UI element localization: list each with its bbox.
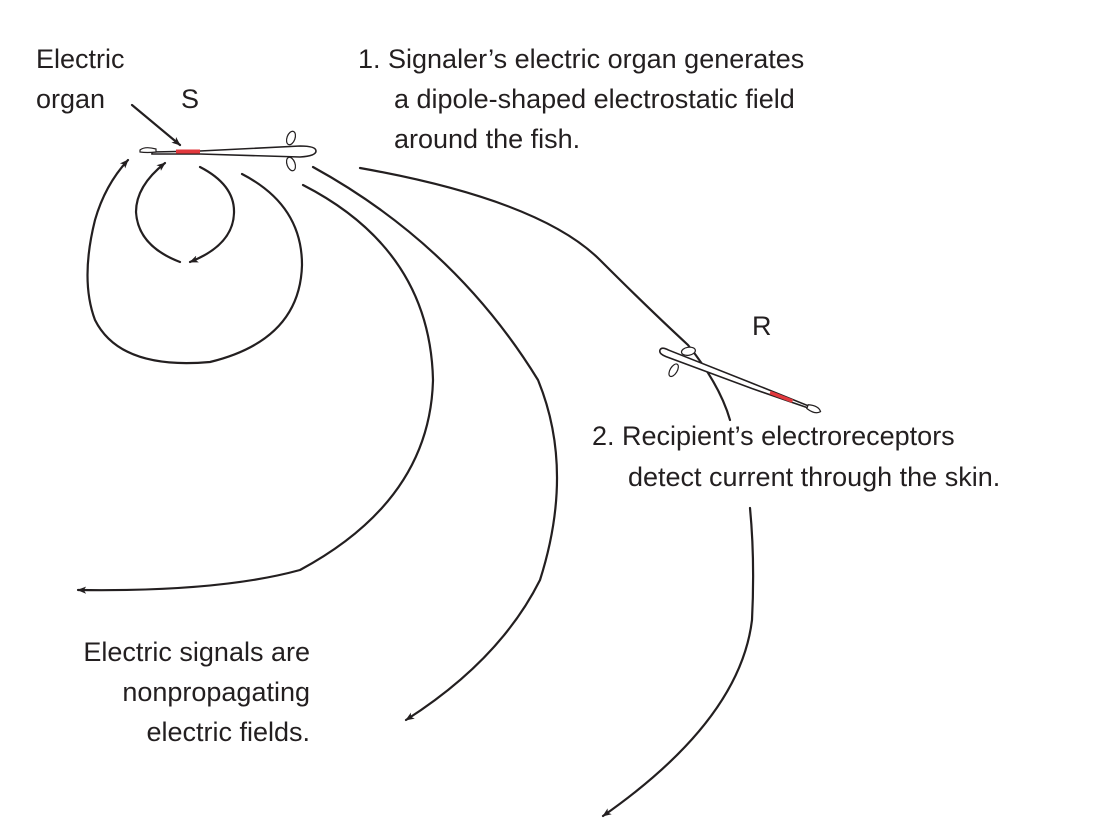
signaler-electric-organ bbox=[176, 149, 200, 154]
electric-organ-label-line1: Electric bbox=[36, 44, 125, 74]
signaler-pectoral-fin-top bbox=[285, 130, 297, 146]
recipient-label: R bbox=[752, 311, 772, 341]
recipient-fish bbox=[658, 346, 822, 414]
recipient-tail-fin bbox=[806, 404, 822, 414]
signaler-label: S bbox=[181, 84, 200, 114]
note-line3: electric fields. bbox=[146, 717, 310, 747]
step1-line2: a dipole-shaped electrostatic field bbox=[394, 84, 795, 114]
recipient-fish-body bbox=[658, 347, 811, 410]
signaler-pectoral-fin-bottom bbox=[285, 156, 297, 172]
recipient-pectoral-fin-bottom bbox=[668, 363, 679, 378]
field-line-outer-right-lower bbox=[601, 506, 755, 818]
field-line-inner-loop bbox=[188, 165, 236, 264]
step2-line1: 2. Recipient’s electroreceptors bbox=[592, 421, 955, 451]
signaler-fish-body bbox=[151, 145, 317, 158]
note-line1: Electric signals are bbox=[83, 637, 310, 667]
field-line-outer-middle bbox=[311, 165, 559, 722]
field-line-middle-loop bbox=[86, 158, 304, 365]
recipient-pectoral-fin-top bbox=[680, 346, 696, 356]
step1-line3: around the fish. bbox=[394, 124, 581, 154]
field-line-inner-loop-return bbox=[134, 161, 182, 264]
note-line2: nonpropagating bbox=[122, 677, 310, 707]
electric-organ-label-line2: organ bbox=[36, 84, 106, 114]
signaler-tail-fin bbox=[139, 147, 157, 154]
step2-line2: detect current through the skin. bbox=[628, 462, 1001, 492]
signaler-fish bbox=[139, 130, 317, 172]
field-line-outer-left bbox=[76, 183, 435, 594]
recipient-electric-organ bbox=[769, 390, 794, 403]
step1-line1: 1. Signaler’s electric organ generates bbox=[358, 44, 805, 74]
electric-organ-pointer bbox=[130, 103, 182, 147]
